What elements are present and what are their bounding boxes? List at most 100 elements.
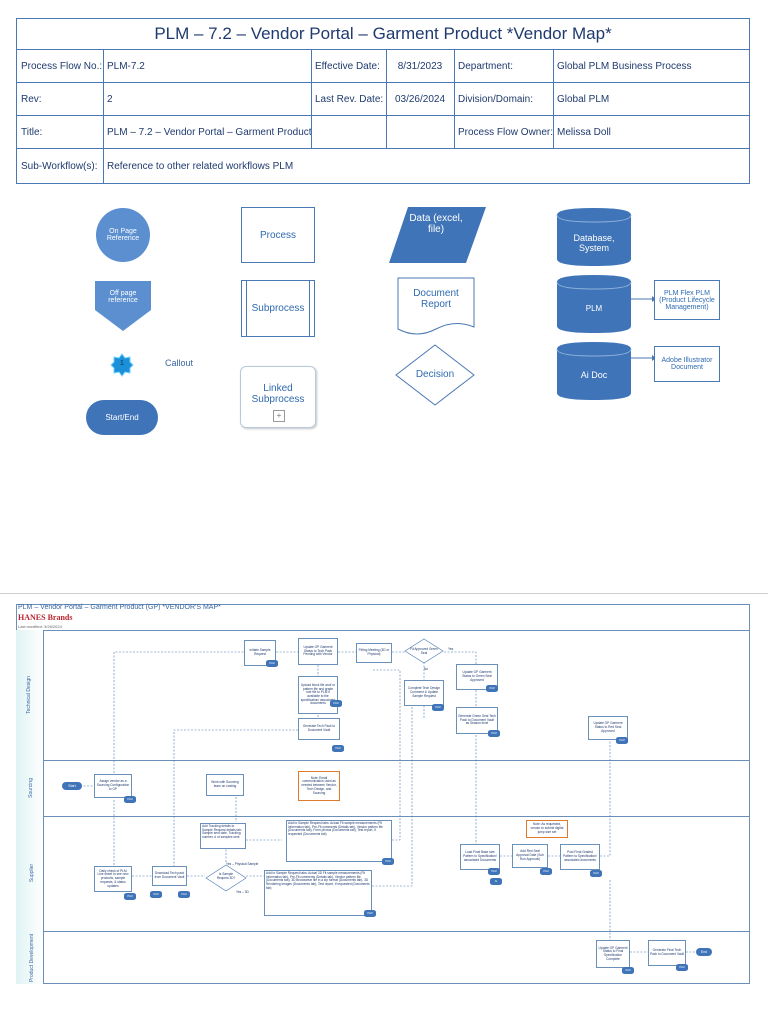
- callout-number: 1: [120, 360, 124, 367]
- last-modified: Last modified: 3/26/2024: [18, 624, 62, 629]
- data-shape: [389, 207, 486, 263]
- department-label: Department:: [458, 60, 514, 72]
- document-report-label: Document Report: [413, 288, 459, 310]
- rev-value: 2: [107, 93, 113, 105]
- decision-3d-label: Is Sample Request 3D?: [216, 872, 236, 880]
- owner-label: Process Flow Owner:: [458, 126, 553, 138]
- plm-database-label: PLM: [585, 304, 603, 313]
- plm-db-icon: PLM: [622, 967, 634, 974]
- lane-product-development: [16, 931, 750, 984]
- data-label: Data (excel, file): [409, 213, 463, 235]
- divider: [386, 49, 387, 148]
- label-yes-3d: Yes – 3D: [236, 890, 249, 894]
- plm-db-icon: PLM: [150, 891, 162, 898]
- ai-doc-note-label: Adobe Illustrator Document: [661, 357, 713, 371]
- last-rev-date-value: 03/26/2024: [394, 93, 446, 105]
- process-shape: Process: [241, 207, 315, 263]
- start-terminal: Start: [62, 782, 82, 790]
- decision-shape: [395, 344, 475, 406]
- node-download-tp: Download Tech pack from Document Vault: [152, 866, 187, 886]
- expand-icon: +: [273, 410, 285, 422]
- linked-subprocess-label: Linked Subprocess: [251, 383, 305, 405]
- node-initiate-sample: Initiate Sample Request: [244, 640, 276, 666]
- callout-label: Callout: [165, 358, 194, 368]
- start-end-shape: Start/End: [86, 400, 158, 435]
- lane-label-bg: [16, 931, 44, 984]
- plm-db-icon: PLM: [330, 700, 342, 707]
- title-label: Title:: [21, 126, 43, 138]
- plm-db-icon: PLM: [432, 704, 444, 711]
- effective-date-value: 8/31/2023: [397, 60, 443, 72]
- divider: [17, 148, 749, 149]
- node-generate-green-seal-tp: Generate Green Seal Tech Pack to Documen…: [456, 707, 498, 734]
- start-end-label: Start/End: [105, 413, 139, 422]
- plm-db-icon: PLM: [266, 660, 278, 667]
- lane-label-bg: [16, 760, 44, 816]
- node-add-fit-sample: Add to Sample Request tabs: Actual Fit s…: [286, 820, 392, 862]
- node-update-gp-vendor: Update GP Garment Status to Tech Pack Pe…: [298, 638, 338, 665]
- node-assign-vendor: Assign vendor as a Sourcing Configuratio…: [94, 774, 132, 798]
- effective-date-label: Effective Date:: [315, 60, 380, 72]
- page-separator: [0, 593, 768, 594]
- divider: [454, 49, 455, 148]
- plm-db-icon: PLM: [676, 964, 688, 971]
- plm-db-icon: PLM: [382, 858, 394, 865]
- database-label: Database, System: [573, 233, 615, 253]
- plm-db-icon: PLM: [488, 868, 500, 875]
- plm-db-icon: PLM: [124, 796, 136, 803]
- divider: [17, 115, 749, 116]
- label-yes: Yes: [448, 647, 454, 651]
- last-rev-date-label: Last Rev. Date:: [315, 93, 384, 105]
- node-complete-tech-design: Complete Tech Design Comment & Update Sa…: [404, 680, 444, 706]
- node-update-final-spec: Update GP Garment Status to Final Specif…: [596, 940, 630, 968]
- node-add-red-seal: Add Red Seal Approval Date (Sub Run Appr…: [512, 844, 548, 868]
- plm-db-icon: PLM: [364, 910, 376, 917]
- lane-label-bg: [16, 816, 44, 931]
- divider: [17, 82, 749, 83]
- plm-db-icon: PLM: [124, 893, 136, 900]
- on-page-reference-shape: On Page Reference: [96, 208, 150, 262]
- plm-db-icon: PLM: [486, 685, 498, 692]
- division-label: Division/Domain:: [458, 93, 534, 105]
- decision-fit-approved-label: Fit Approved Green Seal: [410, 647, 438, 655]
- department-value: Global PLM Business Process: [557, 60, 692, 72]
- header-table: PLM – 7.2 – Vendor Portal – Garment Prod…: [16, 18, 750, 184]
- title-value: PLM – 7.2 – Vendor Portal – Garment Prod…: [107, 126, 311, 138]
- plm-db-icon: PLM: [332, 745, 344, 752]
- subprocess-edge: [309, 281, 310, 336]
- subprocess-shape: Subprocess: [241, 280, 315, 337]
- node-daily-check: Daily check of PLM Line sheet to see new…: [94, 866, 132, 892]
- subprocess-edge: [246, 281, 247, 336]
- lane-supplier: [16, 816, 750, 931]
- end-terminal: End: [696, 948, 712, 956]
- off-page-reference-shape: [95, 281, 151, 331]
- divider: [17, 49, 749, 50]
- label-physical-sample: Yes – Physical Sample: [226, 862, 259, 866]
- divider: [311, 49, 312, 148]
- plm-db-icon: PLM: [616, 737, 628, 744]
- ai-doc-note-box: Adobe Illustrator Document: [654, 346, 720, 382]
- node-add-tracking: Add Tracking details to Sample Request d…: [200, 823, 246, 849]
- node-add-3d-sample: Add to Sample Request tabs: Actual 3D Fi…: [264, 870, 372, 916]
- off-page-reference-label: Off page reference: [108, 290, 138, 304]
- node-fitting-meeting: Fitting Meeting (3D or Physical): [356, 643, 392, 663]
- linked-subprocess-shape: Linked Subprocess +: [240, 366, 316, 428]
- owner-value: Melissa Doll: [557, 126, 611, 138]
- on-page-reference-label: On Page Reference: [106, 228, 140, 242]
- ai-doc-database-label: Ai Doc: [580, 370, 608, 380]
- divider: [103, 49, 104, 184]
- lane-label-bg: [16, 630, 44, 760]
- process-label: Process: [259, 229, 297, 241]
- subworkflow-label: Sub-Workflow(s):: [21, 160, 98, 172]
- node-note-requested: Note: As requested, vendor to submit dig…: [526, 820, 568, 838]
- document-report-shape: [397, 277, 475, 335]
- process-flow-no-label: Process Flow No.:: [21, 60, 103, 72]
- plm-db-icon: PLM: [590, 870, 602, 877]
- plm-note-box: PLM Flex PLM (Product Lifecycle Manageme…: [654, 280, 720, 320]
- rev-label: Rev:: [21, 93, 42, 105]
- label-no: No: [424, 667, 429, 671]
- plm-db-icon: PLM: [540, 868, 552, 875]
- brand-logo: HANES Brands: [18, 613, 73, 622]
- plm-db-icon: PLM: [178, 891, 190, 898]
- node-update-red-seal: Update GP Garment Status to Red Seal App…: [588, 716, 628, 740]
